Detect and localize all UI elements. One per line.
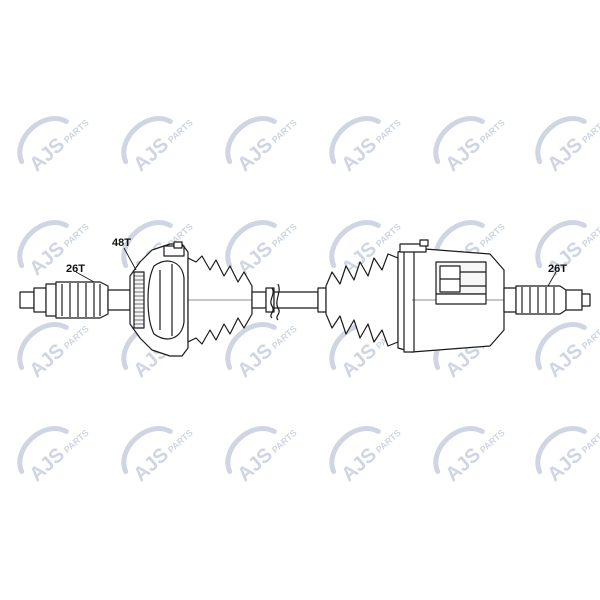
- watermark-brand: AJS: [129, 134, 173, 176]
- watermark-arc-icon: [121, 116, 173, 165]
- watermark-brand: AJS: [25, 340, 69, 382]
- inner-boot: [325, 253, 399, 347]
- inner-stub-axle: [503, 285, 591, 315]
- abs-ring-label: 48T: [112, 237, 131, 249]
- watermark-arc-icon: [225, 322, 277, 371]
- watermark-arc-icon: [121, 220, 173, 269]
- watermark-brand: AJS: [233, 340, 277, 382]
- watermark-brand: AJS: [233, 238, 277, 280]
- watermark-brand: AJS: [543, 340, 587, 382]
- watermark-arc-icon: [225, 220, 277, 269]
- watermark-arc-icon: [535, 426, 587, 475]
- watermark-brand: AJS: [25, 134, 69, 176]
- watermark-arc-icon: [17, 322, 69, 371]
- outer-cv-joint: [129, 241, 189, 357]
- watermark-brand: AJS: [129, 444, 173, 486]
- watermark-arc-icon: [433, 116, 485, 165]
- watermark-arc-icon: [17, 220, 69, 269]
- watermark-arc-icon: [225, 426, 277, 475]
- watermark-brand: AJS: [441, 444, 485, 486]
- inner-spline-label: 26T: [548, 263, 567, 275]
- leader-lines: [75, 247, 557, 287]
- watermark-brand: AJS: [337, 444, 381, 486]
- watermark-arc-icon: [535, 220, 587, 269]
- watermark-arc-icon: [329, 220, 381, 269]
- watermark-brand: AJS: [337, 340, 381, 382]
- watermark-brand: AJS: [337, 134, 381, 176]
- watermark-arc-icon: [225, 116, 277, 165]
- outer-boot: [187, 255, 253, 345]
- axle-shaft: [251, 283, 327, 321]
- watermark-arc-icon: [17, 426, 69, 475]
- watermark-brand: AJS: [543, 444, 587, 486]
- watermark-arc-icon: [329, 116, 381, 165]
- watermark-arc-icon: [17, 116, 69, 165]
- watermark-brand: AJS: [233, 134, 277, 176]
- outer-stub-axle: [19, 281, 131, 319]
- watermark-arc-icon: [121, 426, 173, 475]
- watermark-brand: AJS: [543, 134, 587, 176]
- watermark-brand: AJS: [233, 444, 277, 486]
- inner-tripod-joint: [397, 239, 505, 353]
- watermark-arc-icon: [329, 426, 381, 475]
- watermark-brand: AJS: [25, 444, 69, 486]
- shaft-drawing: [19, 239, 591, 357]
- watermark-brand: AJS: [441, 134, 485, 176]
- watermark-arc-icon: [433, 426, 485, 475]
- watermark-arc-icon: [535, 322, 587, 371]
- outer-spline-label: 26T: [66, 263, 85, 275]
- watermark-arc-icon: [535, 116, 587, 165]
- watermark-brand: AJS: [25, 238, 69, 280]
